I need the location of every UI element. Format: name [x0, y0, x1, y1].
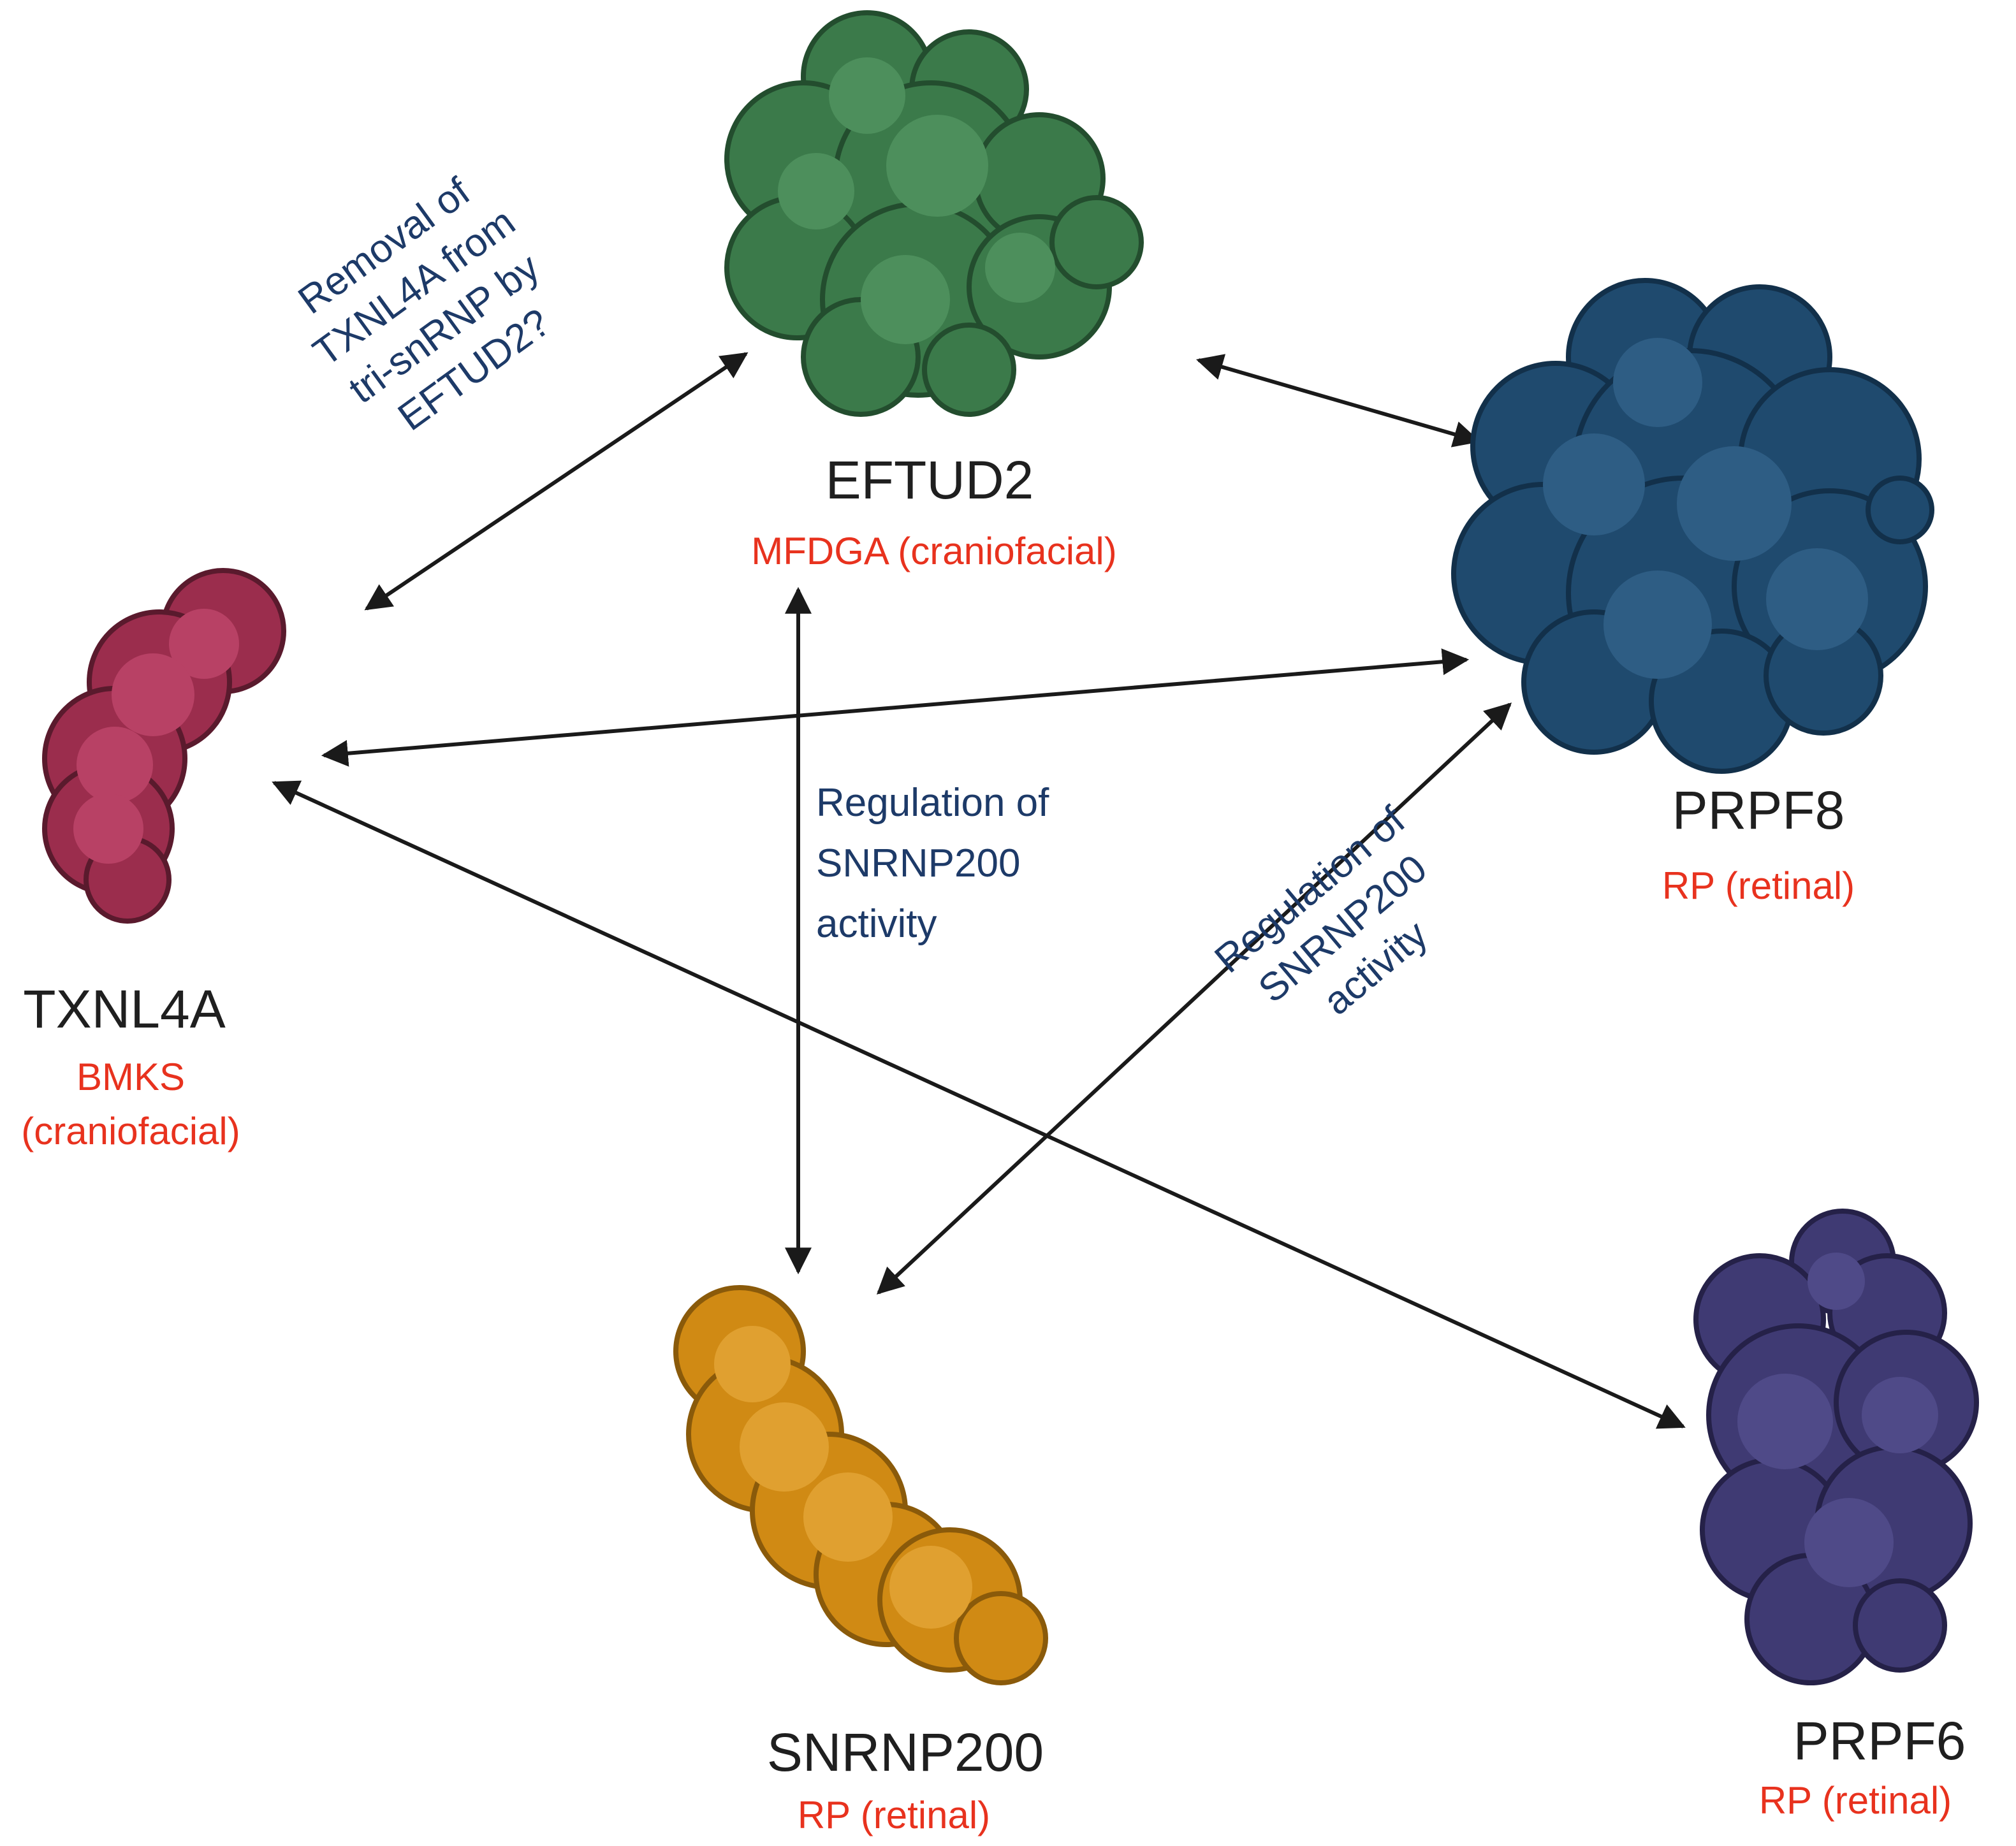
txnl4a-protein-illustration [42, 568, 286, 924]
arrow-eftud2-prpf8 [1195, 354, 1481, 447]
arrow-txnl4a-eftud2 [364, 352, 749, 611]
prpf6-disease: RP (retinal) [1759, 1779, 1952, 1822]
snrnp200-protein-illustration [673, 1285, 1048, 1685]
prpf8-disease: RP (retinal) [1662, 864, 1855, 907]
txnl4a-disease-line2: (craniofacial) [21, 1110, 240, 1152]
eftud2-name: EFTUD2 [826, 450, 1034, 510]
prpf8-protein-illustration [1451, 278, 1934, 774]
label-line: activity [816, 902, 937, 946]
arrow-prpf8-snrnp200 [876, 702, 1512, 1295]
label-eftud2-snrnp200: Regulation of SNRNP200 activity [816, 781, 1049, 946]
label-line: SNRNP200 [816, 841, 1020, 885]
arrow-txnl4a-prpf8 [321, 648, 1470, 767]
snrnp200-disease: RP (retinal) [798, 1794, 990, 1836]
eftud2-protein-illustration [724, 10, 1144, 417]
interaction-arrows [272, 352, 1686, 1429]
txnl4a-disease-line1: BMKS [77, 1056, 185, 1098]
prpf6-protein-illustration [1693, 1209, 1979, 1685]
prpf8-name: PRPF8 [1672, 780, 1845, 840]
prpf6-name: PRPF6 [1793, 1711, 1966, 1771]
eftud2-disease: MFDGA (craniofacial) [751, 530, 1116, 572]
label-txnl4a-eftud2: Removal of TXNL4A from tri-snRNP by EFTU… [291, 170, 559, 440]
txnl4a-name: TXNL4A [23, 979, 225, 1039]
label-line: Regulation of [816, 781, 1049, 825]
snrnp200-name: SNRNP200 [767, 1722, 1044, 1782]
label-prpf8-snrnp200: Regulation of SNRNP200 activity [1207, 798, 1436, 1024]
